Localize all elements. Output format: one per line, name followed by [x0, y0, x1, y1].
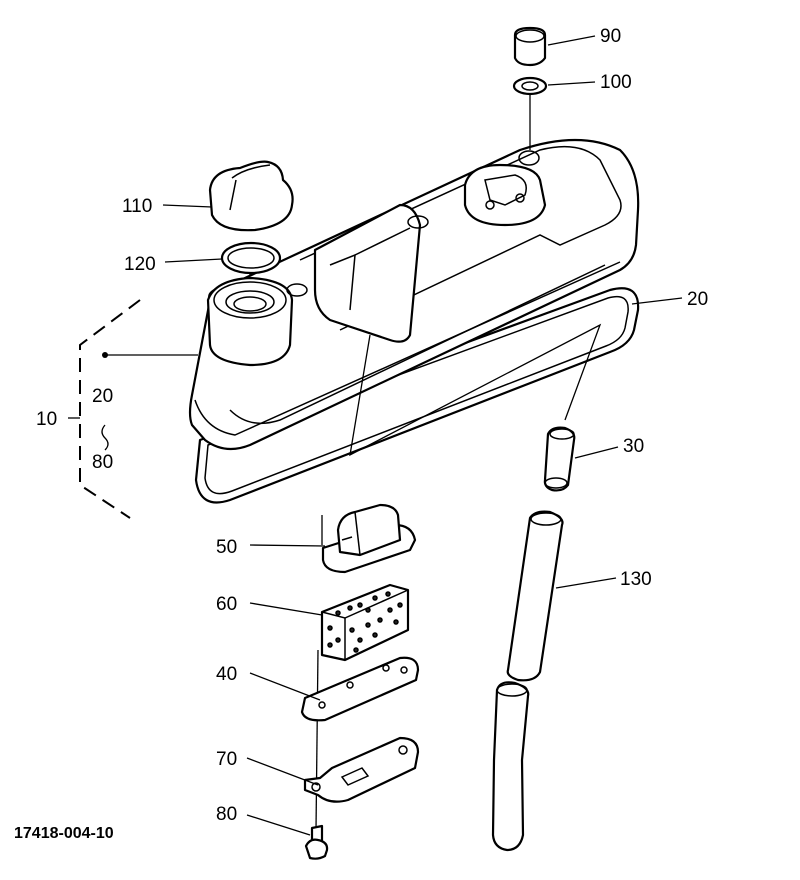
callout-80: 80: [216, 804, 237, 825]
assembly-10-bracket: [68, 299, 198, 519]
callout-20-cover: 20: [687, 289, 708, 310]
part-110-filler-cap: [208, 160, 294, 232]
callout-90: 90: [600, 26, 621, 47]
part-70-retainer-plate: [303, 736, 420, 803]
cover-gasket: [194, 287, 640, 504]
callout-leaders: [162, 35, 683, 836]
part-50-breather-body: [321, 503, 417, 574]
callout-10-range-from: 20: [92, 386, 113, 407]
part-40-baffle-plate: [300, 656, 420, 722]
callout-130: 130: [620, 569, 652, 590]
part-60-filter-element: [320, 583, 410, 662]
callout-40: 40: [216, 664, 237, 685]
callout-10: 10: [36, 409, 57, 430]
callout-100: 100: [600, 72, 632, 93]
part-130-hose: [491, 510, 564, 852]
callout-70: 70: [216, 749, 237, 770]
part-100-washer: [512, 76, 548, 96]
callout-50: 50: [216, 537, 237, 558]
callout-110: 110: [122, 196, 152, 217]
valve-cover: [188, 138, 640, 451]
callout-10-range-to: 80: [92, 452, 113, 473]
callout-30: 30: [623, 436, 644, 457]
callout-120: 120: [124, 254, 156, 275]
callout-labels: 90 100 110 120 20 10 20 80 30 50 130 60 …: [14, 26, 708, 842]
part-120-o-ring: [220, 241, 282, 275]
callout-60: 60: [216, 594, 237, 615]
part-90-cap: [513, 26, 547, 67]
drawing-number: 17418-004-10: [14, 825, 114, 842]
part-30-hose-nipple: [543, 426, 576, 492]
part-80-bolt: [304, 824, 329, 860]
assembly-center-lines: [249, 95, 602, 831]
